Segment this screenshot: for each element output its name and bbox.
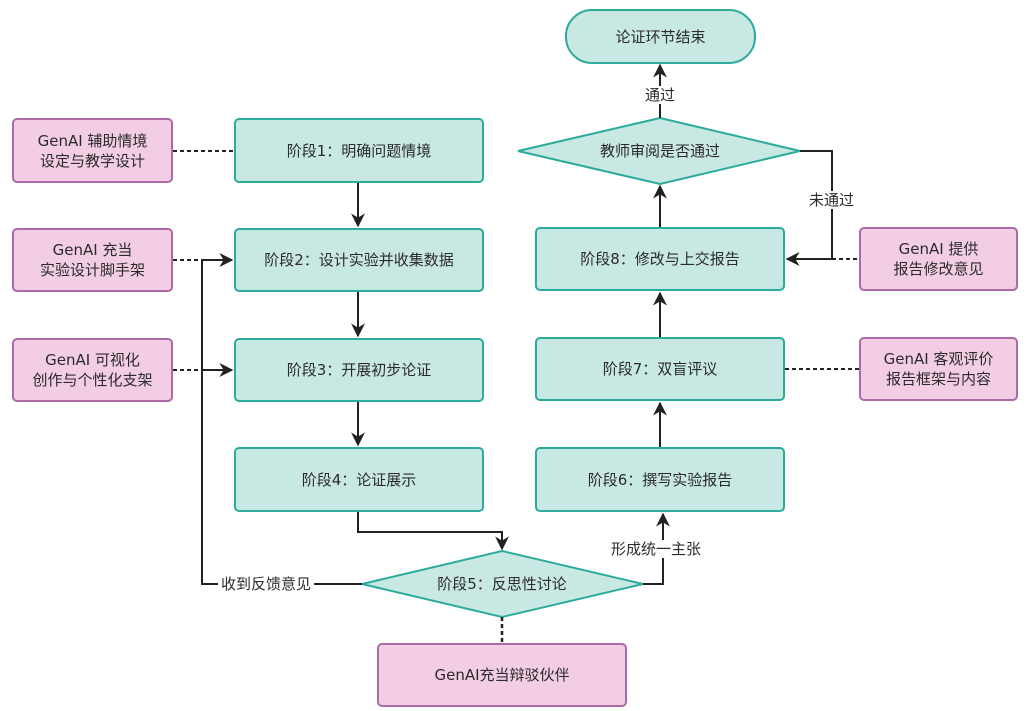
genai-support-7-line1: GenAI 客观评价 [883, 350, 994, 368]
genai-support-2: GenAI 充当 实验设计脚手架 [12, 228, 173, 292]
review-diamond-shape [517, 116, 801, 186]
stage-5-label: 阶段5：反思性讨论 [437, 575, 567, 593]
stage-6-label: 阶段6：撰写实验报告 [587, 470, 733, 489]
genai-support-1-line1: GenAI 辅助情境 [37, 131, 148, 150]
stage-3-label: 阶段3：开展初步论证 [286, 361, 432, 379]
stage-8-box: 阶段8：修改与上交报告 [535, 227, 785, 291]
stage-2-label: 阶段2：设计实验并收集数据 [264, 251, 454, 269]
genai-support-7: GenAI 客观评价 报告框架与内容 [859, 337, 1018, 401]
stage-3-box: 阶段3：开展初步论证 [234, 338, 484, 402]
stage-6-box: 阶段6：撰写实验报告 [535, 447, 785, 512]
end-terminal-label: 论证环节结束 [615, 27, 706, 46]
review-decision-label: 教师审阅是否通过 [599, 142, 721, 160]
stage-7-box: 阶段7：双盲评议 [535, 337, 785, 401]
stage-1-box: 阶段1：明确问题情境 [234, 118, 484, 183]
genai-support-1: GenAI 辅助情境 设定与教学设计 [12, 118, 173, 183]
stage-4-label: 阶段4：论证展示 [301, 470, 417, 489]
stage-7-label: 阶段7：双盲评议 [602, 360, 718, 378]
end-terminal: 论证环节结束 [565, 9, 756, 64]
genai-support-8-line2: 报告修改意见 [893, 260, 984, 278]
genai-support-1-line2: 设定与教学设计 [39, 151, 145, 170]
edge-label-consensus: 形成统一主张 [608, 540, 705, 558]
genai-support-5-line1: GenAI充当辩驳伙伴 [434, 666, 570, 684]
genai-support-3-line2: 创作与个性化支架 [32, 371, 153, 389]
stage-4-box: 阶段4：论证展示 [234, 447, 484, 512]
edge-label-pass: 通过 [642, 86, 679, 104]
arrow-s4-s5 [357, 512, 509, 551]
arrow-s5-s6 [643, 512, 670, 585]
genai-support-3-line1: GenAI 可视化 [45, 351, 140, 369]
genai-support-8: GenAI 提供 报告修改意见 [859, 227, 1018, 291]
edge-label-feedback: 收到反馈意见 [218, 575, 315, 593]
stage-1-label: 阶段1：明确问题情境 [286, 141, 432, 160]
edge-label-fail: 未通过 [806, 191, 858, 209]
genai-support-2-line2: 实验设计脚手架 [39, 261, 145, 279]
genai-support-8-line1: GenAI 提供 [898, 240, 979, 258]
feedback-loop-line [201, 253, 362, 585]
genai-support-3: GenAI 可视化 创作与个性化支架 [12, 338, 173, 402]
stage-8-label: 阶段8：修改与上交报告 [580, 250, 740, 268]
genai-support-5: GenAI充当辩驳伙伴 [377, 643, 627, 707]
genai-support-2-line1: GenAI 充当 [52, 241, 133, 259]
genai-support-7-line2: 报告框架与内容 [885, 370, 991, 388]
stage-2-box: 阶段2：设计实验并收集数据 [234, 228, 484, 292]
